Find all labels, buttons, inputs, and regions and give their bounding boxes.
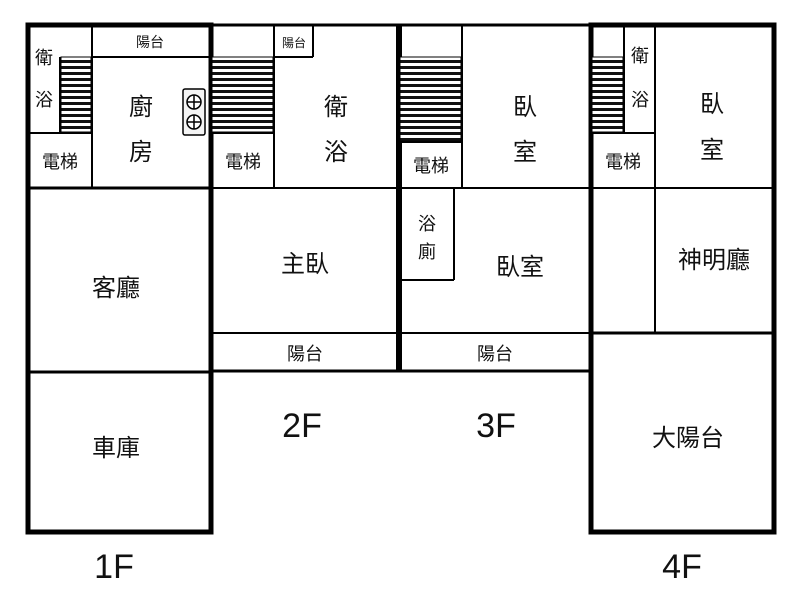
f2-floor-label: 2F	[282, 407, 322, 445]
floor-2f	[209, 23, 401, 373]
f4-elevator-label: 電梯	[605, 152, 641, 173]
f4-big-balcony-label: 大陽台	[652, 424, 724, 452]
stairs-2f	[211, 56, 274, 133]
f4-bedroom-label-2: 室	[700, 136, 724, 164]
floor-4f-outline	[588, 22, 777, 535]
f4-shrine-hall-label: 神明廳	[678, 246, 750, 274]
f1-living-room-label: 客廳	[92, 274, 140, 302]
f3-floor-label: 3F	[476, 407, 516, 445]
f4-bedroom-label-1: 臥	[700, 90, 724, 118]
f4-bath-label-2: 浴	[631, 90, 649, 111]
f4-bath-label-1: 衛	[631, 46, 649, 67]
f3-elevator-label: 電梯	[413, 156, 449, 177]
f1-bath-label-2: 浴	[35, 90, 53, 111]
f3-bedroom-top-label-2: 室	[513, 138, 537, 166]
floor-4f	[588, 22, 777, 535]
f2-balcony-top-label: 陽台	[282, 35, 306, 50]
f1-balcony-label: 陽台	[136, 35, 164, 51]
floor-1f	[25, 22, 214, 535]
stairs-1f	[60, 56, 92, 133]
f1-bath-label-1: 衛	[35, 48, 53, 69]
f1-elevator-label: 電梯	[42, 152, 78, 173]
f1-floor-label: 1F	[94, 548, 134, 586]
stairs-4f	[591, 56, 624, 133]
f1-kitchen-label-2: 房	[129, 138, 153, 166]
floor-3f	[396, 23, 593, 373]
f4-floor-label: 4F	[662, 548, 702, 586]
f3-bedroom-top-label-1: 臥	[513, 93, 537, 121]
f2-balcony-bottom-label: 陽台	[287, 344, 323, 365]
f1-garage-label: 車庫	[92, 434, 140, 462]
f2-elevator-label: 電梯	[225, 152, 261, 173]
f2-master-bedroom-label: 主臥	[281, 250, 329, 278]
stove-icon	[182, 88, 206, 136]
f3-bedroom-label: 臥室	[496, 253, 544, 281]
f2-bath-label-2: 浴	[324, 138, 348, 166]
f1-kitchen-label-1: 廚	[129, 93, 153, 121]
f3-bath-toilet-label-1: 浴	[418, 214, 436, 235]
f3-balcony-label: 陽台	[477, 344, 513, 365]
stairs-3f	[399, 56, 462, 142]
f3-bath-toilet-label-2: 廁	[418, 241, 436, 263]
f2-bath-label-1: 衛	[324, 93, 348, 121]
